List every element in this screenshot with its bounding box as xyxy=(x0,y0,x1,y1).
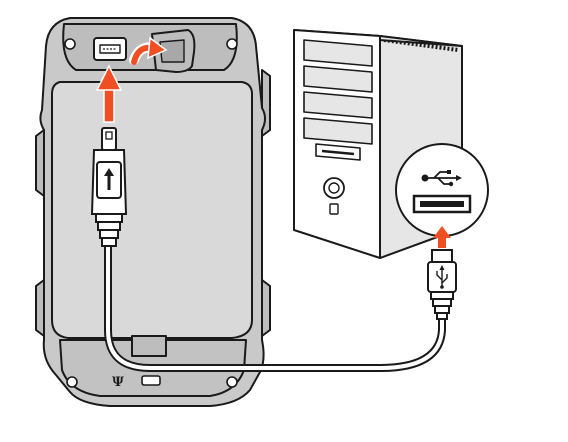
psi-logo-icon: Ψ xyxy=(112,375,124,390)
plug-into-device-arrow-shaft xyxy=(103,87,115,123)
usb-cable xyxy=(106,244,444,370)
battery-panel xyxy=(51,81,253,339)
handheld-device: Ψ xyxy=(35,17,271,407)
mini-usb-plug xyxy=(90,127,128,247)
left-lower-grip xyxy=(35,279,45,337)
usb-a-plug-metal xyxy=(431,249,453,263)
drive-bay xyxy=(303,65,373,93)
screw-icon xyxy=(226,376,238,388)
drive-bay xyxy=(303,91,373,119)
plug-into-computer-arrow-shaft xyxy=(438,236,446,248)
mini-plug-strain-relief xyxy=(95,213,123,223)
mini-plug-tip-inner xyxy=(105,131,113,140)
drive-bay xyxy=(303,117,373,145)
screw-icon xyxy=(226,38,238,50)
bottom-port-housing xyxy=(131,335,167,357)
open-cover-arrowhead xyxy=(147,36,168,60)
usb-trident-icon xyxy=(421,170,462,187)
screw-icon xyxy=(66,376,78,388)
usb-a-strain-relief xyxy=(430,291,454,300)
plug-into-computer-arrowhead xyxy=(433,226,451,238)
usb-a-plug xyxy=(427,249,457,320)
right-lower-grip xyxy=(261,279,271,337)
usb-port-callout-circle xyxy=(395,143,489,237)
left-side-grip xyxy=(35,129,45,197)
drive-bay xyxy=(303,39,373,67)
usb-trident-icon xyxy=(436,265,448,289)
up-arrow-icon xyxy=(104,168,114,190)
reset-button xyxy=(329,203,339,215)
latch xyxy=(141,375,161,386)
computer-usb-port-callout xyxy=(395,143,489,237)
screws xyxy=(64,38,238,388)
screw-icon xyxy=(64,38,76,50)
plug-into-device-arrowhead xyxy=(95,64,123,91)
